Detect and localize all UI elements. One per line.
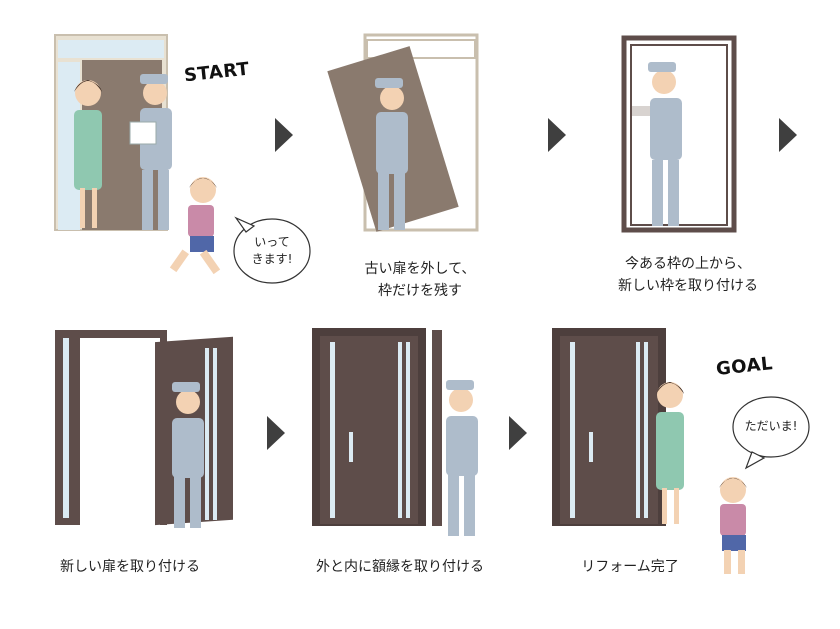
step-6-caption: リフォーム完了 <box>581 559 679 575</box>
panel-3-illustration <box>621 35 737 233</box>
step-4-caption: 新しい扉を取り付ける <box>60 559 200 575</box>
step-5-caption: 外と内に額縁を取り付ける <box>316 559 484 575</box>
panel-5-illustration <box>312 328 478 536</box>
panel-4-illustration <box>55 330 233 528</box>
panel-2-illustration <box>327 33 479 232</box>
step-3-caption: 今ある枠の上から、 新しい枠を取り付ける <box>618 256 758 294</box>
step-2-caption: 古い扉を外して、 枠だけを残す <box>364 261 476 299</box>
panel-6-illustration <box>552 328 810 574</box>
arrow-right-icon <box>267 416 285 450</box>
arrow-right-icon <box>779 118 797 152</box>
bubble-returning: ただいま! <box>744 419 798 433</box>
arrow-right-icon <box>548 118 566 152</box>
bubble-leaving: いって きます! <box>251 235 293 266</box>
panel-1-illustration <box>54 34 311 284</box>
arrow-right-icon <box>509 416 527 450</box>
arrow-right-icon <box>275 118 293 152</box>
